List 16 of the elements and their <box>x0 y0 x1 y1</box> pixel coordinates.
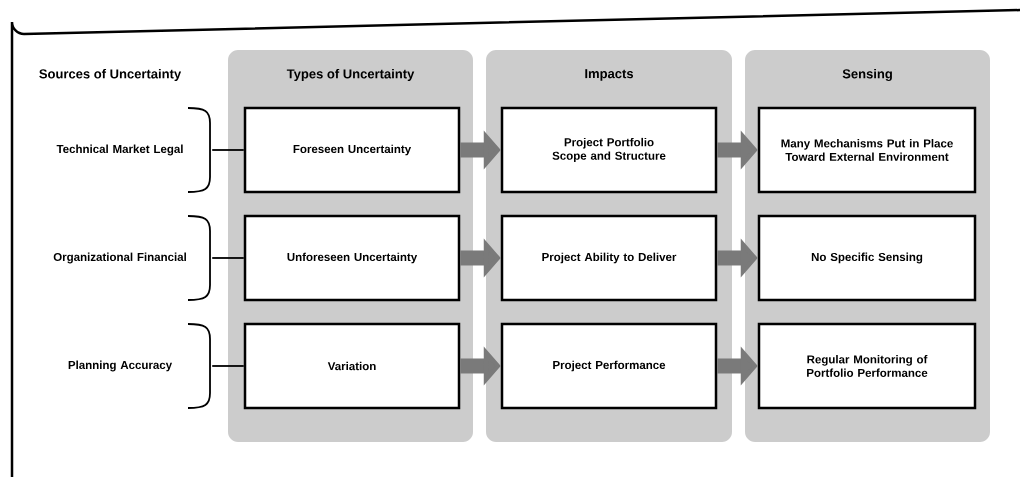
text-box: Variation <box>243 322 461 410</box>
connector-line <box>211 257 245 259</box>
text-box: Many Mechanisms Put in Place Toward External Environment <box>757 106 977 194</box>
text-box: No Specific Sensing <box>757 214 977 302</box>
text-box: Project Performance <box>500 322 718 410</box>
source-text: Technical Market Legal <box>56 144 183 156</box>
source-text: Organizational Financial <box>53 252 186 264</box>
text-box: Foreseen Uncertainty <box>243 106 461 194</box>
source-text: Planning Accuracy <box>68 360 172 372</box>
connector-line <box>211 149 245 151</box>
column-heading: Sources of Uncertainty <box>39 68 182 82</box>
text-box: Project Portfolio Scope and Structure <box>500 106 718 194</box>
text-box: Project Ability to Deliver <box>500 214 718 302</box>
text-box: Unforeseen Uncertainty <box>243 214 461 302</box>
connector-line <box>211 365 245 367</box>
text-box: Regular Monitoring of Portfolio Performance <box>757 322 977 410</box>
